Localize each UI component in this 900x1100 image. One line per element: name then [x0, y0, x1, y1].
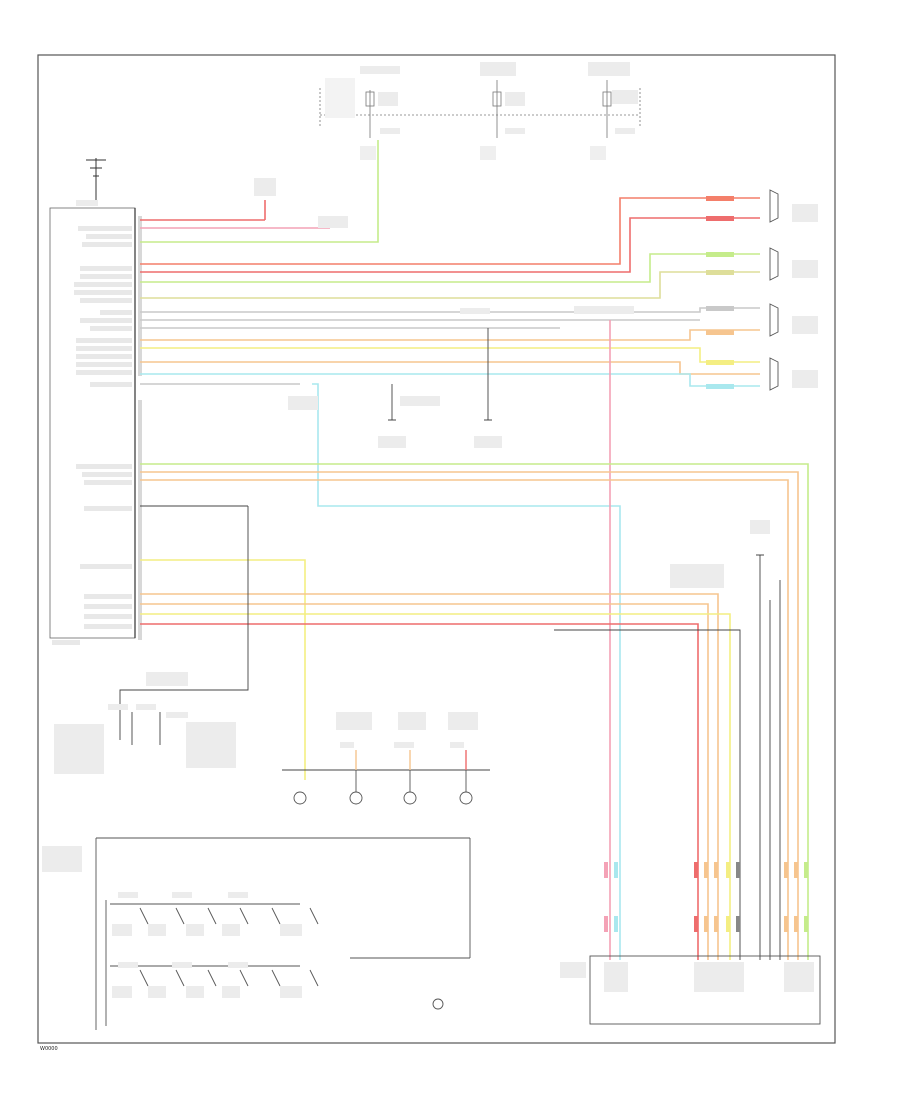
wire-red-rf-neg: [140, 217, 760, 273]
fuse-labels: [325, 62, 638, 160]
antenna-label: [76, 200, 98, 206]
fuse-panel: [319, 80, 641, 138]
black-wires: [119, 328, 781, 960]
ground-labels: [254, 178, 770, 534]
wire-orange2-steer: [140, 479, 789, 960]
lamp-icon: [293, 770, 473, 805]
antenna-icon: [86, 158, 106, 200]
lamp-feed-wires: [355, 750, 467, 770]
pin-number-column: [138, 216, 142, 640]
wire-orange-lf: [140, 329, 760, 341]
speaker-icon: [769, 189, 779, 391]
wire-orange-sw2: [140, 603, 709, 960]
wire-orange-sw1: [140, 593, 719, 960]
switch-icon: [139, 907, 319, 987]
wire-green-power: [140, 140, 379, 243]
connector-pin-labels: [560, 962, 814, 992]
wire-orange-steer: [140, 471, 799, 960]
wire-color-tags: [706, 196, 734, 389]
connector-pins: [604, 862, 808, 932]
wire-green-rr-pos: [140, 253, 760, 283]
wire-olive-rr-neg: [140, 271, 760, 299]
wire-red-sw4: [140, 623, 699, 960]
lamp-labels: [336, 712, 478, 748]
wire-cyan-long: [312, 383, 621, 960]
wire-yellow-switch: [140, 559, 306, 780]
wire-green-steer: [140, 463, 809, 960]
diagram-border: [37, 54, 836, 1044]
wire-yellow-sw3: [140, 613, 731, 960]
connector-c-block: [589, 955, 821, 1025]
clockspring-labels: [54, 564, 724, 774]
wires: [140, 140, 809, 960]
wire-orange-lr: [140, 361, 760, 375]
wire-red-rf-pos: [140, 197, 760, 265]
radio-receiver-block: [49, 207, 136, 639]
switch-module: [95, 837, 471, 1030]
speaker-labels: [792, 204, 818, 388]
wire-yellow-lr-pos: [140, 347, 760, 363]
radio-pin-labels: [52, 226, 132, 645]
switch-labels: [42, 846, 302, 998]
ground-icon: [388, 419, 764, 556]
footer-code: W0000: [40, 1046, 58, 1052]
